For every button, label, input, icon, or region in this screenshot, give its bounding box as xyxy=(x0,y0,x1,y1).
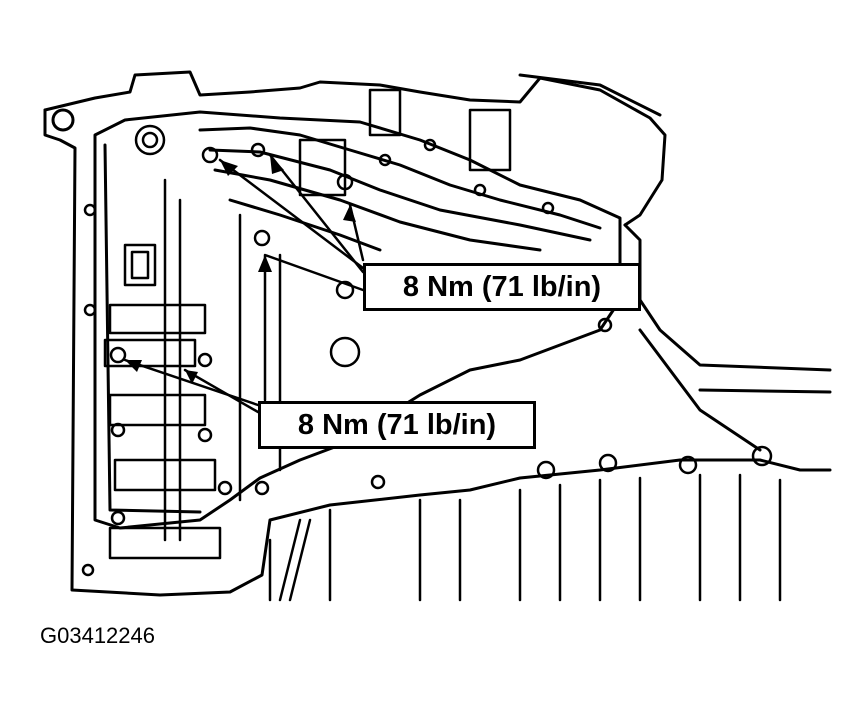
torque-callout-lower-text: 8 Nm (71 lb/in) xyxy=(297,408,497,441)
valve-body-plate xyxy=(93,110,622,530)
torque-callout-lower: 8 Nm (71 lb/in) xyxy=(258,401,536,449)
arrowheads xyxy=(125,155,356,384)
torque-callout-upper: 8 Nm (71 lb/in) xyxy=(363,263,641,311)
torque-callout-upper-text: 8 Nm (71 lb/in) xyxy=(402,270,602,303)
figure-id-label: G03412246 xyxy=(40,623,155,648)
oil-pan-ribs xyxy=(268,473,782,602)
solenoid-assemblies xyxy=(103,88,512,560)
valve-body-bolts xyxy=(81,124,773,577)
callout-leader-lines xyxy=(123,153,365,414)
